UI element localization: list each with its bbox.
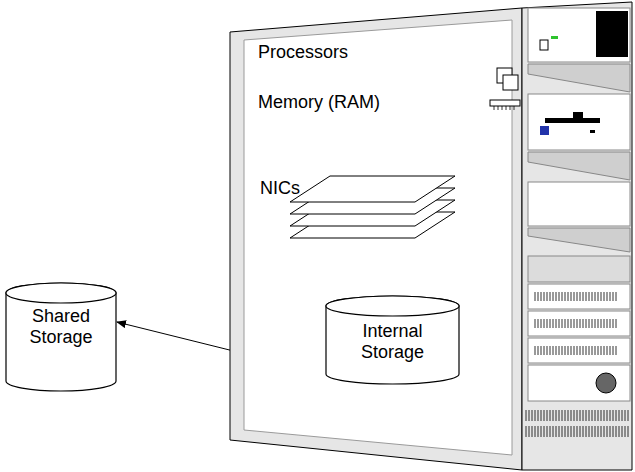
server-front — [522, 2, 632, 470]
drive-bay — [528, 311, 630, 336]
led — [590, 130, 595, 133]
grill — [524, 426, 630, 437]
server-panel: ProcessorsMemory (RAM) NICsInternal Stora… — [230, 30, 522, 442]
ram-icon — [490, 100, 520, 106]
connector-arrow — [117, 322, 230, 350]
nic-cards — [290, 176, 455, 238]
processor-icon — [503, 75, 518, 90]
component-label: Processors — [258, 42, 348, 63]
eject — [573, 112, 583, 120]
storage-label: Shared Storage — [5, 306, 117, 348]
vent — [534, 319, 618, 328]
storage-label: Internal Storage — [325, 321, 460, 363]
floppy-slot — [545, 118, 600, 123]
led — [551, 36, 558, 39]
storage-cylinder: Shared Storage — [5, 282, 117, 392]
led — [540, 126, 549, 135]
server-side-frame — [230, 8, 522, 470]
drive-bay — [528, 256, 630, 282]
vent — [534, 346, 618, 355]
ram-pins — [494, 106, 514, 110]
component-label: Memory (RAM) — [258, 92, 380, 113]
display — [596, 11, 628, 57]
drive-bay — [528, 338, 630, 363]
drive-bay — [528, 94, 630, 150]
drive-bay — [528, 365, 630, 401]
vent — [534, 292, 618, 301]
drive-bay — [528, 182, 630, 226]
server-side-panel — [244, 20, 512, 455]
grill — [524, 410, 630, 421]
drive-bay — [528, 8, 630, 62]
storage-cylinder: Internal Storage — [325, 295, 460, 385]
button — [540, 40, 548, 50]
component-label: NICs — [260, 178, 300, 199]
shelf — [528, 152, 630, 180]
drive-bay — [528, 284, 630, 309]
shelf — [528, 228, 630, 252]
power-button — [596, 373, 616, 393]
shelf — [528, 64, 630, 92]
